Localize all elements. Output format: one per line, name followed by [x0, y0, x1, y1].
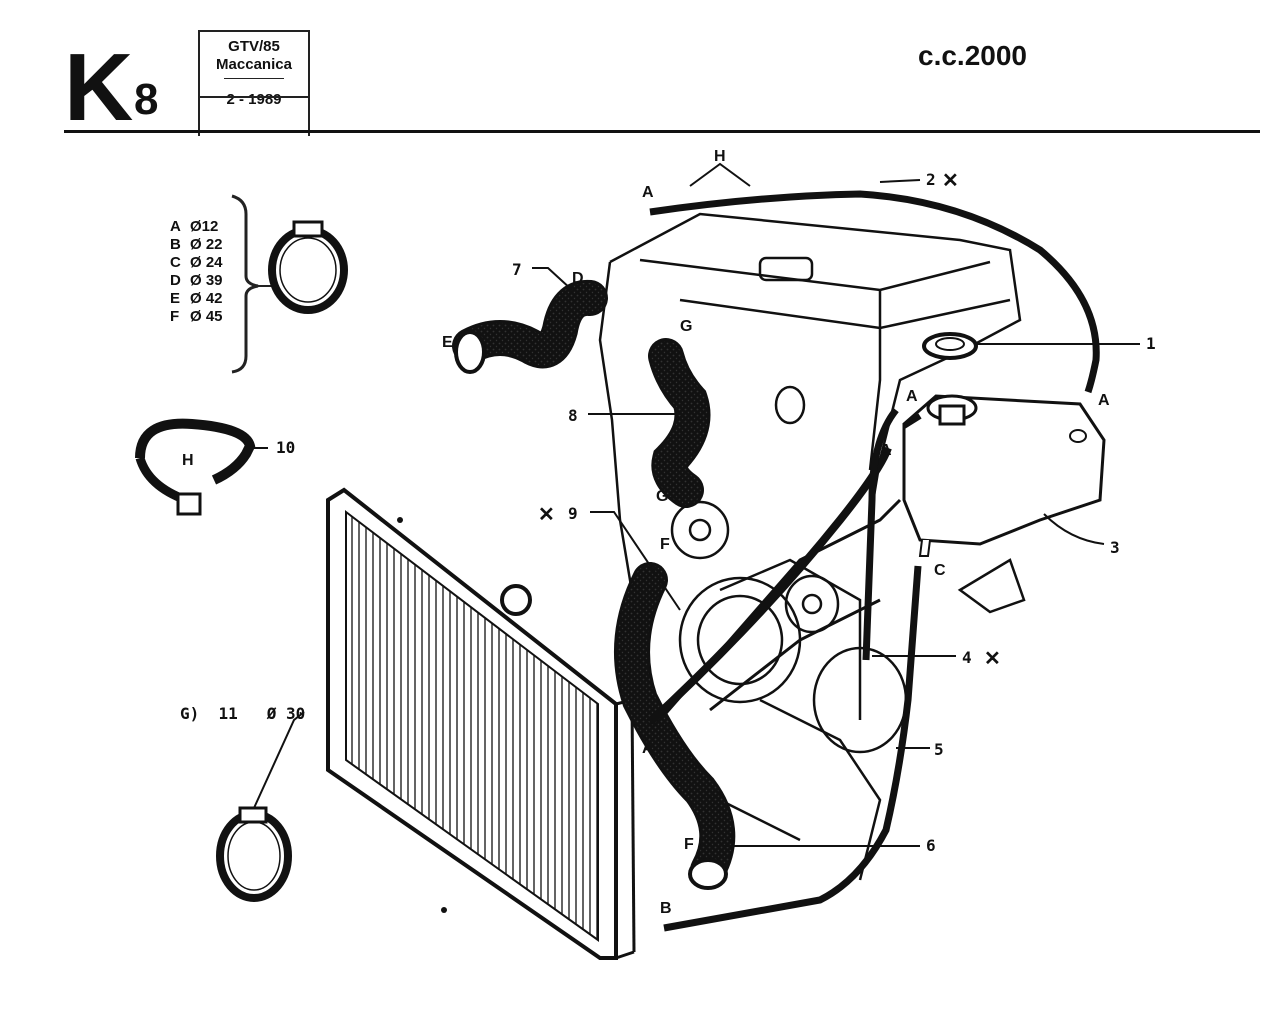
section-name: Maccanica	[216, 56, 292, 73]
callout-6: 6	[926, 836, 936, 855]
callout-3: 3	[1110, 538, 1120, 557]
letter-hose-e: E	[442, 334, 453, 351]
radiator-cap	[922, 332, 978, 360]
model-name: GTV/85	[228, 38, 280, 55]
callout-4: 4	[962, 648, 972, 667]
callout-7: 7	[512, 260, 522, 279]
header-rule	[64, 130, 1260, 133]
hose-clamp-small	[268, 220, 348, 314]
letter-hose-b: B	[660, 900, 672, 917]
letter-top-h: H	[714, 148, 726, 165]
hose-band-clamp	[135, 418, 268, 516]
sheet-number: 8	[134, 75, 159, 124]
letter-hose-g-bottom: G	[656, 488, 669, 505]
callout-2: 2	[926, 170, 936, 189]
issue-date: 2 - 1989	[226, 91, 282, 108]
cross-mark-2: ✕	[942, 170, 959, 192]
letter-low-a: A	[642, 740, 654, 757]
letter-top-a: A	[642, 184, 654, 201]
hose-2	[649, 190, 1100, 394]
hose-4	[862, 407, 899, 661]
callout-10: 10	[276, 438, 296, 457]
legend-brace	[231, 194, 259, 374]
box-divider	[200, 96, 308, 98]
letter-mid-a: A	[880, 442, 892, 459]
letter-hose-f-top: F	[660, 536, 670, 553]
leader-lines	[532, 162, 1140, 847]
model-info-box: GTV/85 Maccanica 2 - 1989	[198, 30, 310, 136]
letter-right-a: A	[1098, 392, 1110, 409]
callout-8: 8	[568, 406, 578, 425]
callout-5: 5	[934, 740, 944, 759]
cross-mark-4: ✕	[984, 648, 1001, 670]
letter-hose-c: C	[934, 562, 946, 579]
callout-9: 9	[568, 504, 578, 523]
letter-hose-d: D	[572, 270, 584, 287]
hose-5	[663, 565, 922, 932]
hose-a-tank	[902, 413, 922, 429]
letter-tank-a: A	[906, 388, 918, 405]
cross-mark-9: ✕	[538, 504, 555, 526]
sheet-letter: K	[64, 34, 134, 141]
letter-hose-g-top: G	[680, 318, 693, 335]
radiator	[326, 487, 636, 960]
engine-displacement: c.c.2000	[918, 40, 1027, 71]
expansion-tank	[902, 394, 1106, 557]
callout-1: 1	[1146, 334, 1156, 353]
hose-clamp-g	[216, 711, 305, 902]
model-separator	[224, 78, 284, 79]
letter-hose-f-bottom: F	[684, 836, 694, 853]
letter-band-h: H	[182, 452, 194, 469]
